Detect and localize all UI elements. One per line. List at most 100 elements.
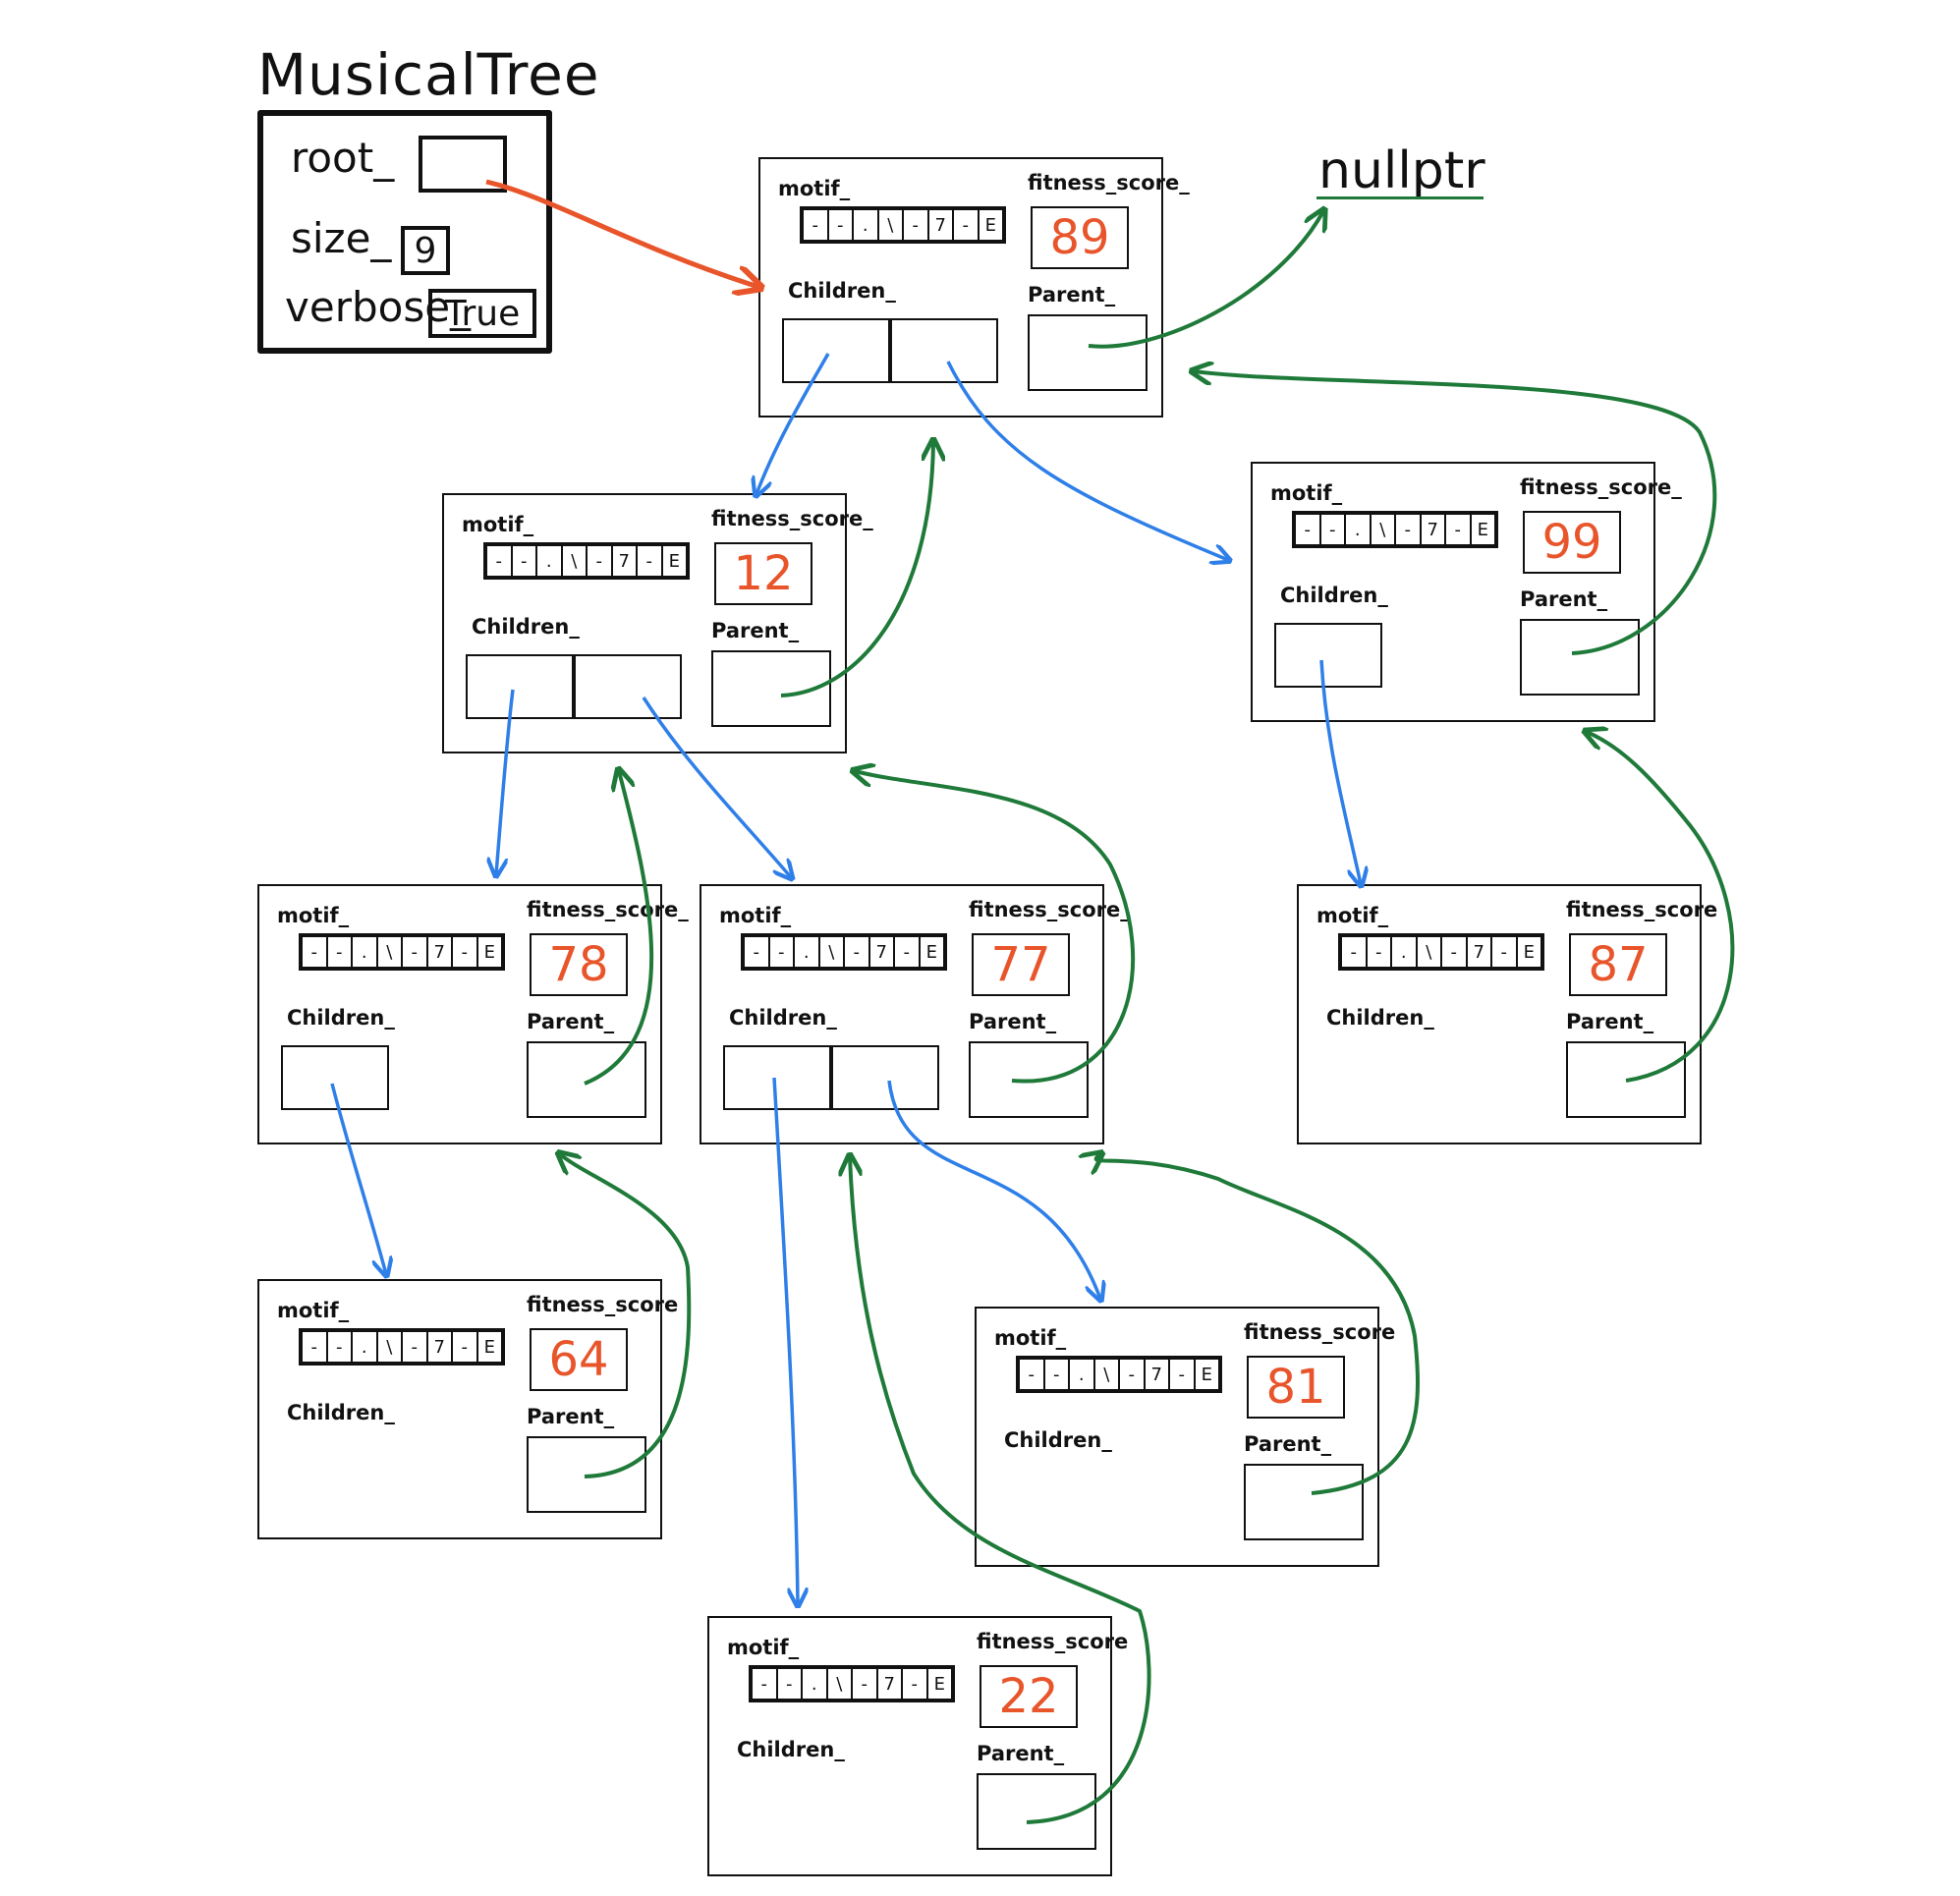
motif-cell: - xyxy=(453,1332,478,1362)
motif-label: motif_ xyxy=(1316,904,1389,927)
motif-label: motif_ xyxy=(462,513,534,536)
children-label: Children_ xyxy=(737,1738,845,1761)
motif-cell: E xyxy=(1477,519,1488,540)
motif-cell: - xyxy=(303,937,328,967)
motif-cell: \ xyxy=(879,210,904,240)
child-pointer-slot-2 xyxy=(890,318,998,383)
children-label: Children_ xyxy=(1280,584,1388,607)
motif-cell: E xyxy=(925,941,937,963)
fitness-label: fitness_score xyxy=(977,1630,1129,1653)
children-label: Children_ xyxy=(287,1401,395,1424)
motif-cell: - xyxy=(588,546,613,576)
root-label: root_ xyxy=(291,134,395,182)
parent-label: Parent_ xyxy=(1028,283,1116,307)
motif-cell: - xyxy=(829,210,854,240)
motif-cell: - xyxy=(778,1669,803,1699)
motif-cell: - xyxy=(1396,515,1422,544)
motif-label: motif_ xyxy=(778,177,851,200)
motif-array: --.\-7-E xyxy=(1292,511,1498,548)
motif-cell: - xyxy=(954,210,980,240)
motif-cell: . xyxy=(1392,937,1418,967)
child-arrow-77-22 xyxy=(772,1077,798,1604)
motif-cell: . xyxy=(353,937,378,967)
motif-cell: - xyxy=(1020,1360,1045,1389)
motif-array: --.\-7-E xyxy=(1016,1356,1222,1393)
verbose-value: True xyxy=(428,289,536,338)
parent-pointer-box xyxy=(969,1041,1089,1118)
parent-pointer-box xyxy=(1244,1464,1364,1540)
motif-cell: - xyxy=(303,1332,328,1362)
motif-cell: . xyxy=(795,937,820,967)
motif-cell: - xyxy=(453,937,478,967)
motif-cell: - xyxy=(328,937,353,967)
motif-label: motif_ xyxy=(994,1326,1067,1350)
parent-label: Parent_ xyxy=(1520,587,1608,611)
motif-cell: - xyxy=(1045,1360,1070,1389)
motif-cell: - xyxy=(1170,1360,1196,1389)
motif-cell: . xyxy=(537,546,563,576)
motif-cell: - xyxy=(403,937,428,967)
motif-label: motif_ xyxy=(277,904,350,927)
tree-title: MusicalTree xyxy=(257,41,600,108)
child-pointer-slot-1 xyxy=(723,1045,831,1110)
size-value: 9 xyxy=(401,226,450,275)
motif-array: --.\-7-E xyxy=(800,206,1006,244)
fitness-score-value: 78 xyxy=(530,933,628,996)
motif-cell: \ xyxy=(1372,515,1396,544)
motif-cell: - xyxy=(1442,937,1468,967)
parent-pointer-box xyxy=(527,1041,646,1118)
parent-label: Parent_ xyxy=(977,1742,1065,1765)
motif-array: --.\-7-E xyxy=(483,542,690,580)
parent-pointer-box xyxy=(1566,1041,1686,1118)
fitness-label: fitness_score_ xyxy=(1520,475,1682,499)
child-pointer-slot-1 xyxy=(281,1045,389,1110)
motif-cell: - xyxy=(1368,937,1392,967)
fitness-score-value: 89 xyxy=(1031,206,1129,269)
nullptr-underline xyxy=(1316,196,1484,199)
fitness-score-value: 12 xyxy=(714,542,812,605)
motif-cell: - xyxy=(1321,515,1346,544)
motif-cell: - xyxy=(770,937,795,967)
fitness-label: fitness_score_ xyxy=(969,898,1131,921)
motif-cell: 7 xyxy=(1422,515,1446,544)
motif-cell: - xyxy=(904,210,929,240)
root-pointer-box xyxy=(419,136,507,193)
motif-cell: - xyxy=(1342,937,1368,967)
motif-cell: 7 xyxy=(870,937,895,967)
motif-array: --.\-7-E xyxy=(299,933,505,971)
motif-cell: - xyxy=(328,1332,353,1362)
motif-cell: - xyxy=(638,546,663,576)
motif-label: motif_ xyxy=(1270,481,1343,505)
motif-cell: 7 xyxy=(1146,1360,1170,1389)
fitness-label: fitness_score xyxy=(1244,1320,1396,1344)
motif-cell: - xyxy=(1120,1360,1146,1389)
parent-pointer-box xyxy=(977,1773,1096,1850)
motif-cell: - xyxy=(513,546,537,576)
parent-pointer-box xyxy=(527,1436,646,1513)
motif-cell: - xyxy=(753,1669,778,1699)
motif-cell: . xyxy=(1070,1360,1095,1389)
parent-label: Parent_ xyxy=(1566,1010,1654,1033)
child-pointer-slot-1 xyxy=(466,654,574,719)
fitness-score-value: 99 xyxy=(1523,511,1621,574)
motif-cell: \ xyxy=(378,1332,403,1362)
fitness-score-value: 87 xyxy=(1569,933,1667,996)
nullptr-label: nullptr xyxy=(1318,141,1485,200)
motif-cell: \ xyxy=(378,937,403,967)
motif-cell: . xyxy=(803,1669,828,1699)
child-pointer-slot-2 xyxy=(574,654,682,719)
child-pointer-slot-1 xyxy=(1274,623,1382,688)
fitness-label: fitness_score_ xyxy=(1028,171,1190,195)
motif-cell: - xyxy=(487,546,513,576)
parent-label: Parent_ xyxy=(527,1405,615,1428)
motif-cell: - xyxy=(745,937,770,967)
fitness-label: fitness_score_ xyxy=(711,507,873,530)
motif-cell: 7 xyxy=(1468,937,1492,967)
motif-cell: E xyxy=(933,1673,945,1695)
motif-array: --.\-7-E xyxy=(749,1665,955,1702)
